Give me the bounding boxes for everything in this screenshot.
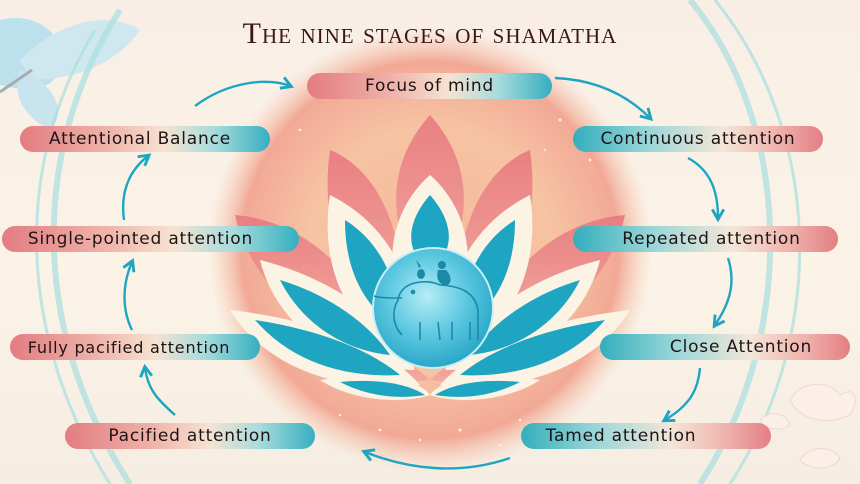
flow-arrows [121,76,733,470]
stage-label: Focus of mind [365,76,494,96]
stage-label: Tamed attention [545,426,697,446]
rabbit-icon [416,260,425,279]
stage-pill-continuous-attention: Continuous attention [573,126,823,152]
stage-pill-focus-of-mind: Focus of mind [307,73,552,99]
stage-pill-pacified-attention: Pacified attention [65,423,315,449]
stage-pill-tamed-attention: Tamed attention [521,423,771,449]
stage-pill-repeated-attention: Repeated attention [573,226,838,252]
stage-label: Continuous attention [600,129,796,149]
watercolor-flower-icon [0,18,140,130]
stage-pill-single-pointed-attention: Single-pointed attention [2,226,299,252]
stage-pill-fully-pacified-attention: Fully pacified attention [10,334,260,360]
stage-pill-close-attention: Close Attention [600,334,850,360]
stage-label: Pacified attention [108,426,272,446]
elephant-icon [373,281,479,341]
orb [372,247,494,369]
stage-label: Repeated attention [622,229,801,249]
page-title: The nine stages of shamatha [242,17,618,50]
stage-label: Single-pointed attention [27,229,254,249]
stage-pill-attentional-balance: Attentional Balance [20,126,270,152]
paper-flower-icon [759,383,856,469]
monkey-icon [437,261,451,286]
stage-label: Attentional Balance [48,129,231,149]
stage-label: Close Attention [669,337,813,357]
stage-label: Fully pacified attention [27,337,231,357]
